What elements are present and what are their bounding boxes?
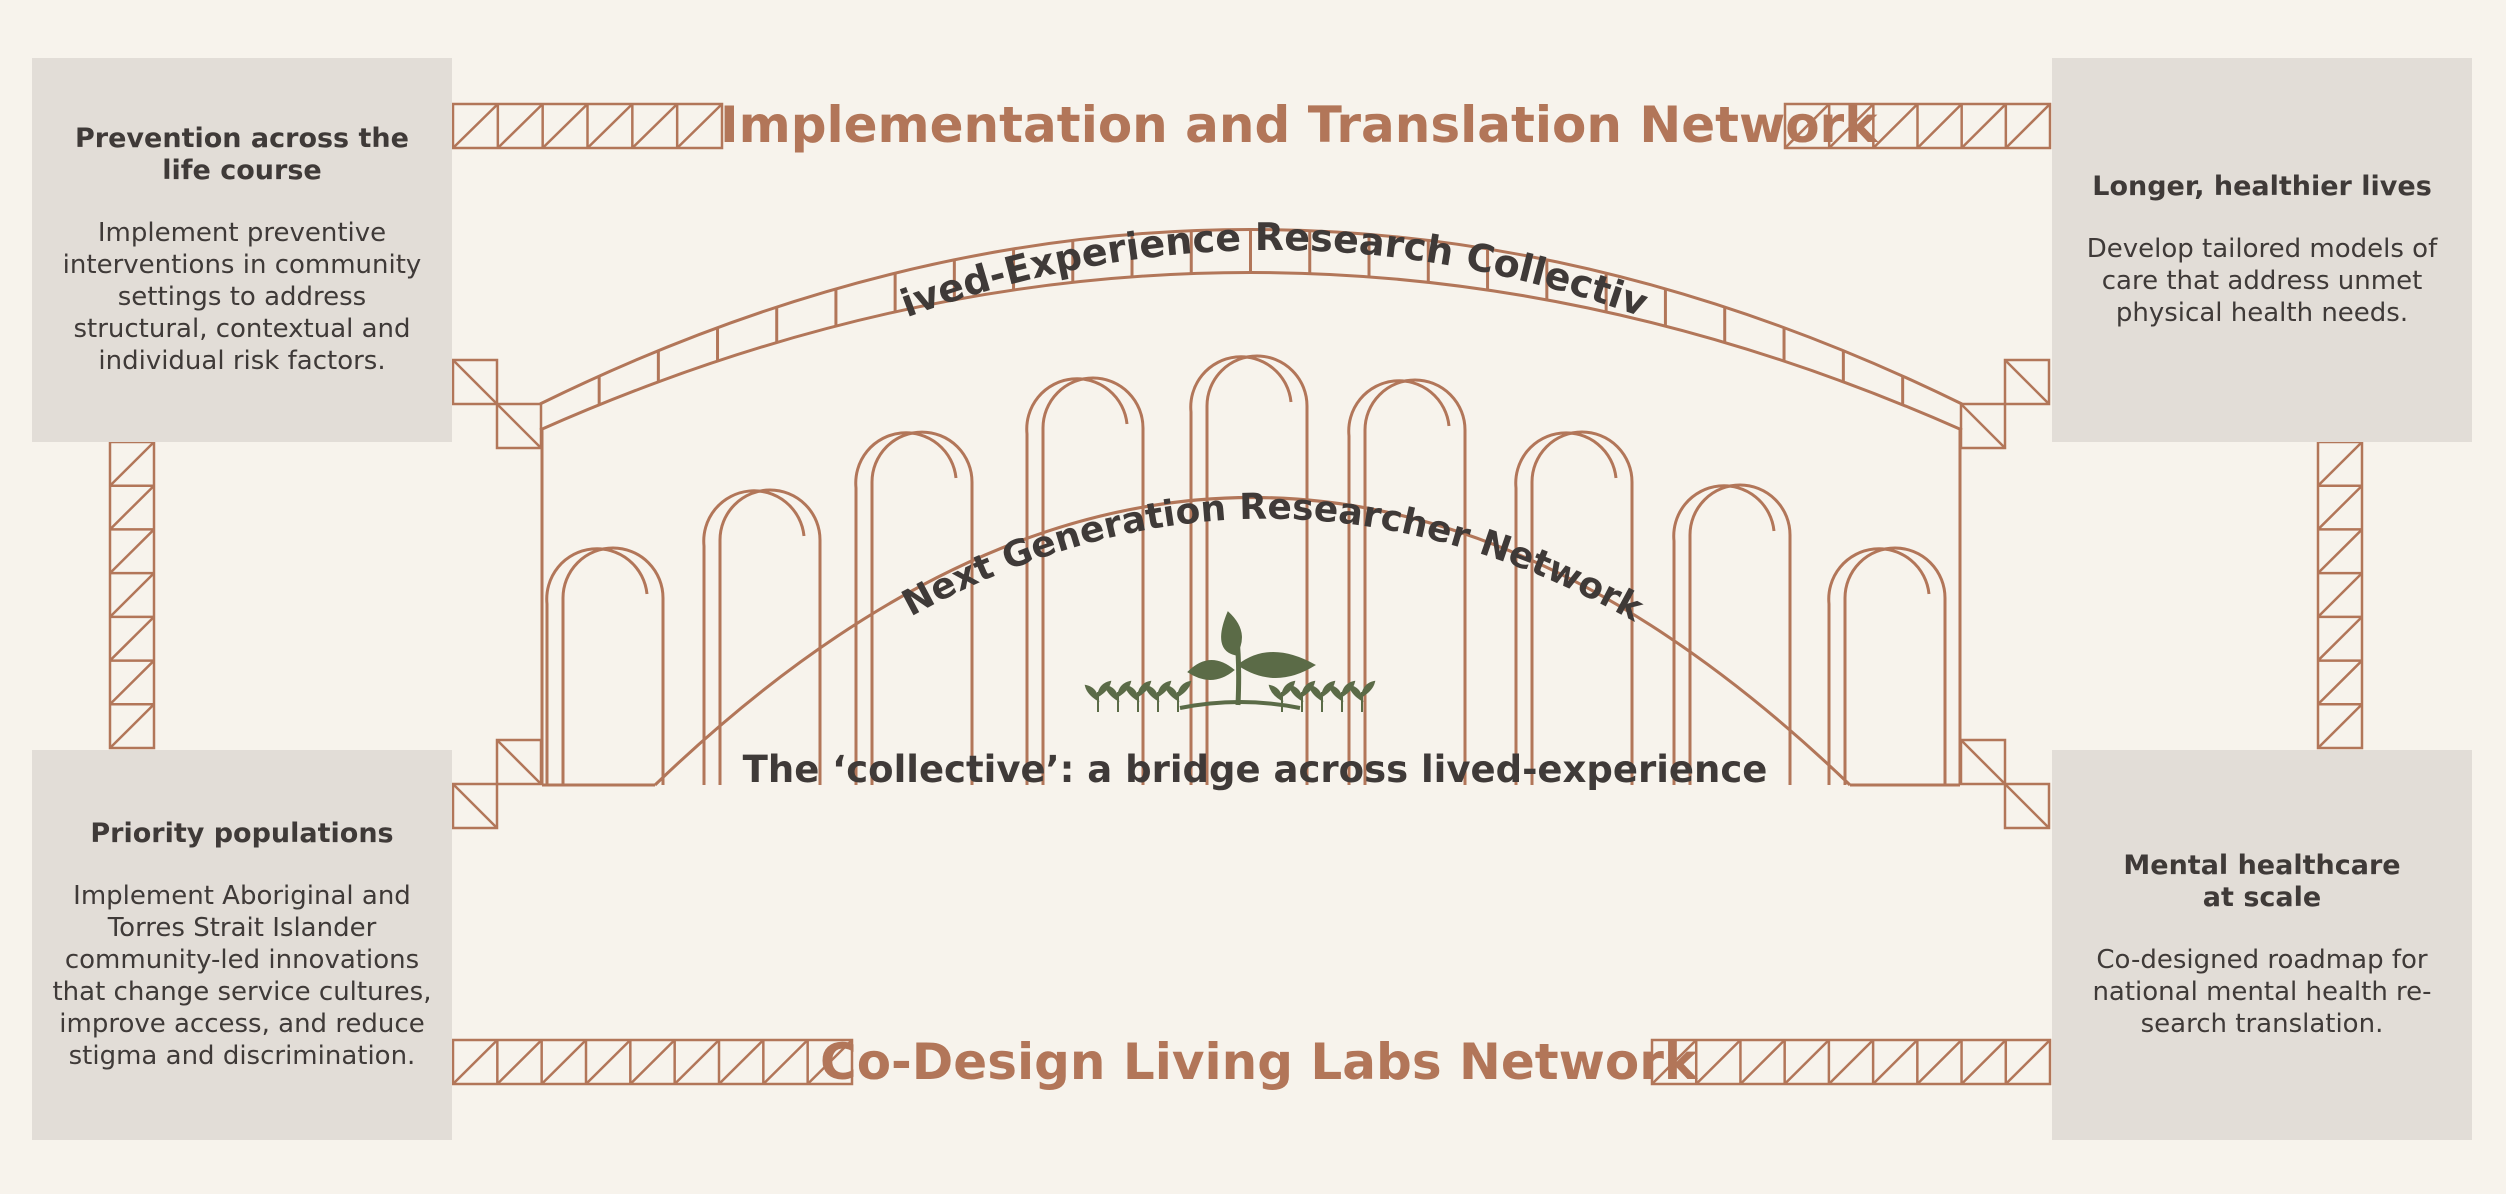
bottom-network-heading: Co-Design Living Labs Network bbox=[820, 1033, 1698, 1091]
truss-vertical bbox=[108, 440, 156, 750]
seedling bbox=[1328, 680, 1356, 712]
sprout-icon bbox=[1084, 611, 1376, 712]
truss-horizontal bbox=[1650, 1038, 2052, 1086]
bridge-main-arch bbox=[653, 496, 1852, 787]
box-body: Co-designed roadmap for national mental … bbox=[2092, 945, 2432, 1039]
seedling bbox=[1348, 680, 1376, 712]
arched-window bbox=[1189, 354, 1309, 785]
box-body: Develop tailored models of care that add… bbox=[2086, 234, 2438, 328]
box-body: Implement Aboriginal and Torres Strait I… bbox=[52, 881, 432, 1071]
truss-horizontal bbox=[451, 1038, 854, 1086]
box-longer-lives: Longer, healthier lives Develop tailored… bbox=[2052, 58, 2472, 442]
truss-square bbox=[495, 738, 543, 786]
arched-window bbox=[1672, 483, 1792, 785]
box-body: Implement preventive interventions in co… bbox=[62, 218, 422, 376]
box-title: Priority populations bbox=[90, 818, 394, 849]
truss-square bbox=[495, 402, 543, 450]
truss-vertical bbox=[2316, 440, 2364, 750]
arched-window bbox=[1025, 376, 1145, 785]
lower-arc-label: Next Generation Researcher Network bbox=[896, 487, 1651, 631]
truss-square bbox=[451, 782, 499, 830]
arched-window bbox=[1514, 430, 1634, 785]
seedling bbox=[1104, 680, 1132, 712]
box-title: Longer, healthier lives bbox=[2092, 171, 2432, 202]
box-title: Prevention across the life course bbox=[75, 123, 409, 186]
box-title: Mental healthcare at scale bbox=[2123, 850, 2401, 913]
bridge-arc-segments bbox=[597, 229, 1905, 405]
truss-square bbox=[1959, 402, 2007, 450]
arched-window bbox=[545, 546, 665, 785]
truss-frames bbox=[108, 102, 2364, 1086]
box-priority-populations: Priority populations Implement Aborigina… bbox=[32, 750, 452, 1140]
bridge-caption: The ‘collective’: a bridge across lived-… bbox=[742, 748, 1768, 791]
bridge-top-arc-inner bbox=[539, 271, 1963, 432]
seedling bbox=[1164, 680, 1192, 712]
truss-square bbox=[2003, 782, 2051, 830]
truss-square bbox=[451, 358, 499, 406]
truss-square bbox=[2003, 358, 2051, 406]
box-prevention: Prevention across the life course Implem… bbox=[32, 58, 452, 442]
bridge-arched-windows bbox=[545, 354, 1947, 785]
arched-window bbox=[1347, 378, 1467, 785]
truss-square bbox=[1959, 738, 2007, 786]
arched-window bbox=[1827, 546, 1947, 785]
truss-horizontal bbox=[451, 102, 724, 150]
top-network-heading: Implementation and Translation Network bbox=[720, 96, 1878, 154]
truss-horizontal bbox=[1783, 102, 2052, 150]
arched-window bbox=[702, 488, 822, 785]
arched-window bbox=[854, 430, 974, 785]
box-mental-healthcare: Mental healthcare at scale Co-designed r… bbox=[2052, 750, 2472, 1140]
